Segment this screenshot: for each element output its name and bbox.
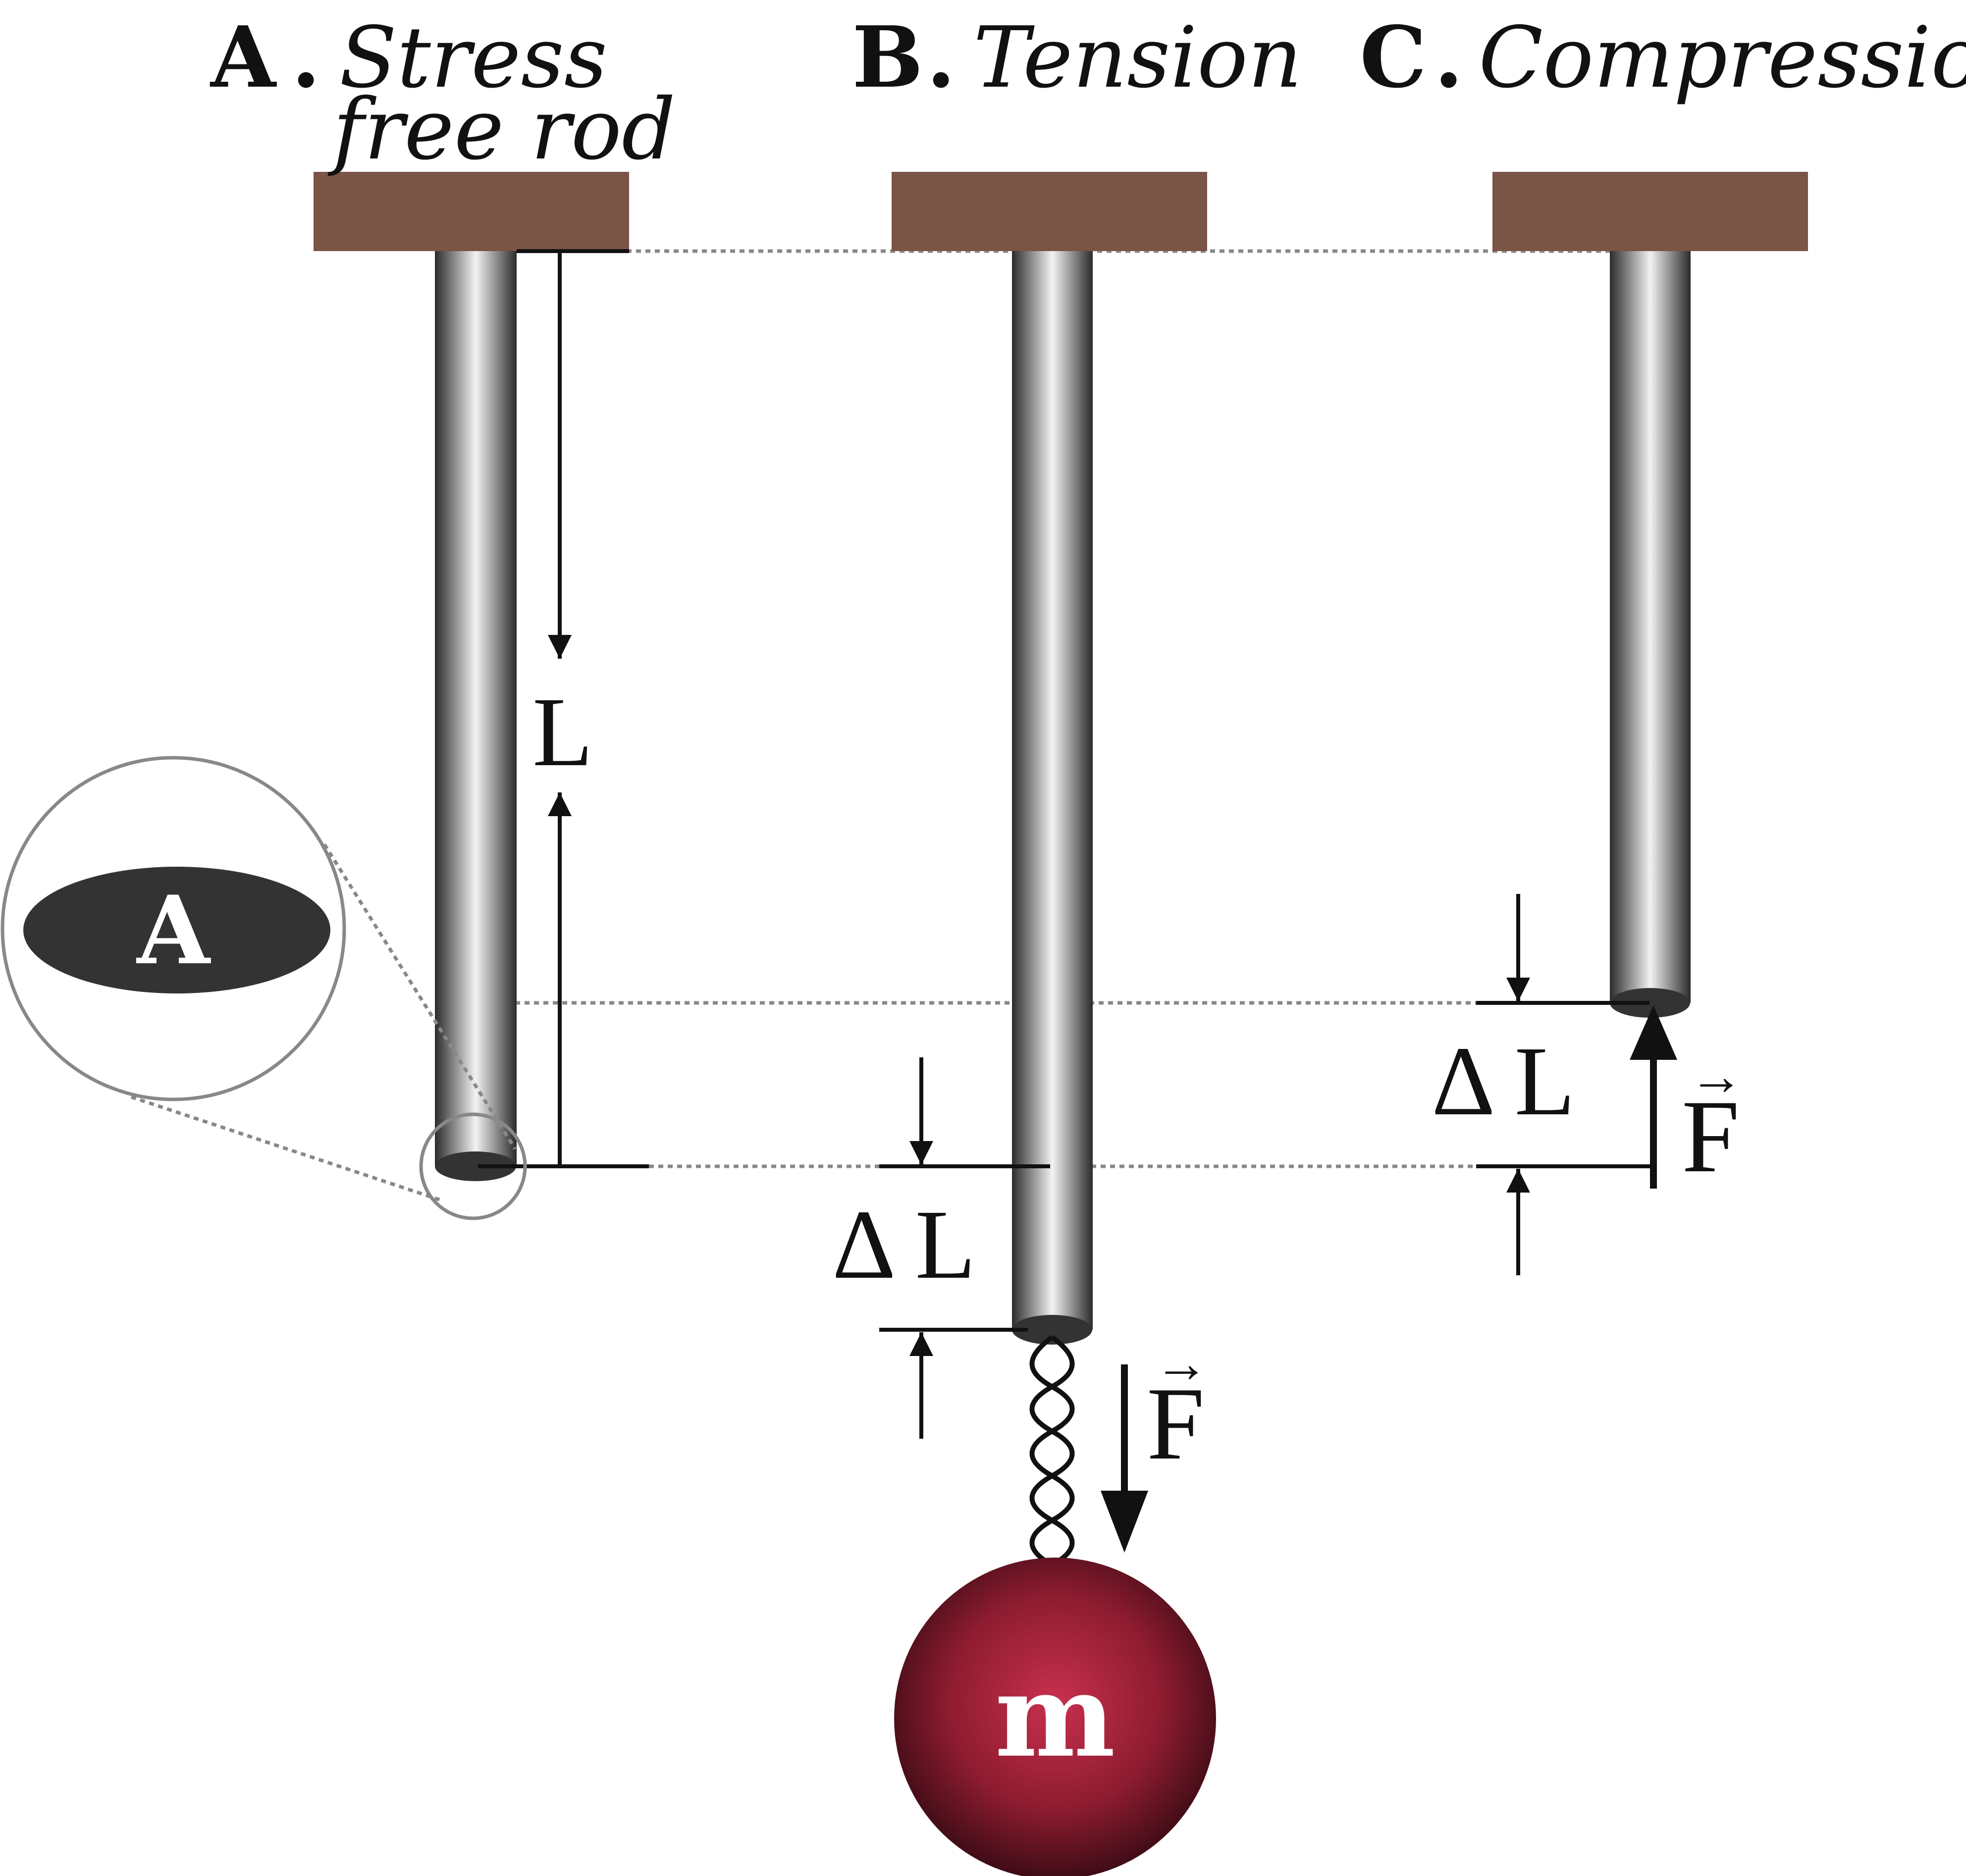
tension-force-arrow xyxy=(1101,1364,1148,1553)
rod-b-end xyxy=(1012,1315,1092,1345)
support-c xyxy=(1492,172,1808,251)
panel-c-letter: C xyxy=(1360,8,1427,107)
length-dimension xyxy=(478,249,649,1168)
panel-a-title-line2: free rod xyxy=(327,81,676,179)
cross-section-area xyxy=(23,867,330,993)
length-label: L xyxy=(532,677,593,787)
rod-c-end xyxy=(1610,988,1690,1018)
panel-a-title-line1: Stress xyxy=(339,9,607,107)
panel-titles: A . Stress free rod B . Tension C . Comp… xyxy=(210,8,1966,179)
compression-delta-label: Δ L xyxy=(1432,1027,1575,1136)
mass-label: m xyxy=(995,1649,1115,1783)
tension-force-label: F xyxy=(1147,1366,1205,1481)
rod-a-end xyxy=(435,1151,516,1181)
rod-a-end-highlight xyxy=(419,1112,527,1220)
support-b xyxy=(892,172,1207,251)
compression-force-vector-mark: → xyxy=(1689,1046,1744,1106)
chain xyxy=(1029,1335,1075,1567)
tension-force-vector-mark: → xyxy=(1154,1333,1209,1394)
panel-c-title-line1: Compression xyxy=(1479,9,1966,107)
rod-c xyxy=(1610,251,1691,1018)
tension-delta-dimension xyxy=(879,1057,1050,1439)
compression-delta-dimension xyxy=(1476,894,1654,1275)
area-label: A xyxy=(136,875,211,986)
panel-a-dot: . xyxy=(291,8,320,107)
panel-a-letter: A xyxy=(210,8,277,107)
rod-a xyxy=(435,251,517,1181)
panel-b-letter: B xyxy=(852,8,923,107)
compression-force-label: F xyxy=(1682,1079,1740,1194)
support-a xyxy=(314,172,629,251)
tension-delta-label: Δ L xyxy=(832,1190,976,1300)
panel-b-dot: . xyxy=(926,8,956,107)
panel-b-title-line1: Tension xyxy=(973,9,1302,107)
supports xyxy=(314,172,1808,251)
rod-b xyxy=(1012,251,1093,1345)
panel-c-dot: . xyxy=(1434,8,1463,107)
area-magnifier xyxy=(0,756,527,1220)
compression-force-arrow xyxy=(1630,1005,1677,1189)
mass xyxy=(894,1558,1216,1876)
